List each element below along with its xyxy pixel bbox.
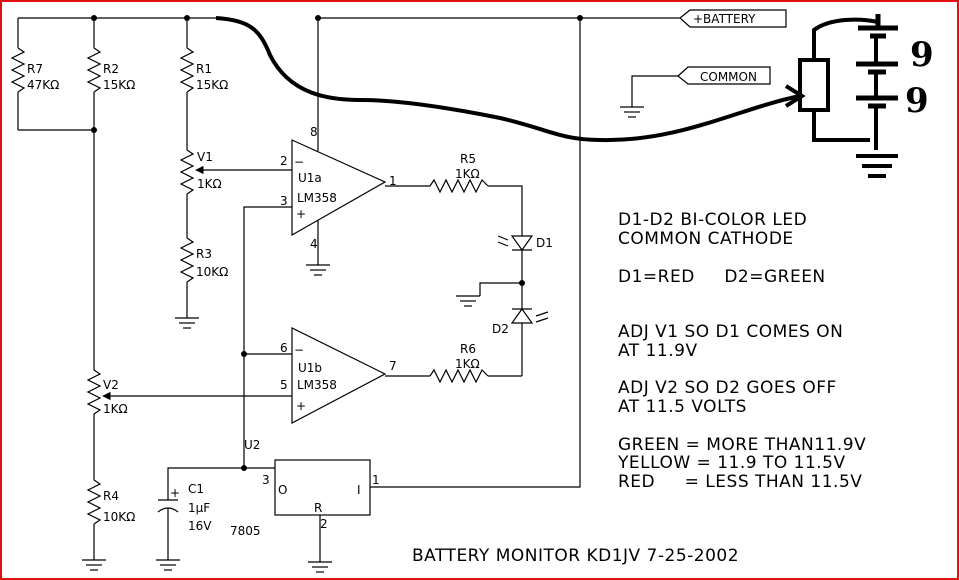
led-d2: D2 — [492, 283, 549, 376]
resistor-r7: R7 47KΩ — [10, 18, 59, 130]
note-line: GREEN = MORE THAN11.9V — [618, 435, 866, 455]
u2-in-label: I — [357, 483, 361, 497]
junction-dot — [241, 351, 247, 357]
ground-symbol — [306, 264, 330, 276]
u1a-noninv-wire — [243, 206, 292, 468]
u2-pin-gnd: 2 — [320, 517, 328, 531]
d2-label: D2 — [492, 322, 509, 336]
v2-value: 1KΩ — [103, 402, 128, 416]
battery-tag: +BATTERY — [679, 9, 787, 28]
u1a-plus-sign: + — [296, 207, 306, 221]
led-common-wire — [479, 282, 522, 296]
handwritten-battery-pack: 9 9 — [798, 14, 934, 178]
v2-name: V2 — [103, 378, 119, 392]
u1a-pin-inv: 2 — [280, 154, 288, 168]
common-tag: COMMON — [620, 66, 771, 118]
u1a-pin-out: 1 — [389, 174, 397, 188]
u1b-pin-inv: 6 — [280, 341, 288, 355]
reg-in-wire — [370, 18, 581, 488]
note-line: ADJ V2 SO D2 GOES OFF — [618, 378, 837, 398]
opamp-u1a: − + U1a LM358 2 3 1 8 4 — [280, 125, 397, 251]
note-line: COMMON CATHODE — [618, 229, 794, 249]
potentiometer-v2: V2 1KΩ — [86, 369, 128, 416]
ground-symbol — [308, 561, 332, 573]
resistor-r3: R3 10KΩ — [179, 237, 228, 318]
c1-plus-sign: + — [170, 486, 180, 500]
resistor-r1: R1 15KΩ — [179, 18, 228, 150]
note-line: D1=RED D2=GREEN — [618, 267, 826, 287]
r4-name: R4 — [103, 489, 119, 503]
resistor-r2: R2 15KΩ — [86, 18, 135, 130]
r4-value: 10KΩ — [103, 510, 135, 524]
u2-gnd-label: R — [314, 501, 322, 515]
u2-out-label: O — [278, 483, 287, 497]
d1-label: D1 — [536, 236, 553, 250]
note-line: RED = LESS THAN 11.5V — [618, 472, 862, 492]
note-line: AT 11.5 VOLTS — [618, 397, 747, 417]
handwritten-cell2-label: 9 — [905, 81, 929, 121]
c1-voltage: 16V — [188, 519, 212, 533]
note-line: YELLOW = 11.9 TO 11.5V — [617, 453, 846, 473]
u1b-pin-out: 7 — [389, 359, 397, 373]
v1-value: 1KΩ — [197, 177, 222, 191]
ground-symbol — [156, 559, 180, 571]
note-line: AT 11.9V — [618, 341, 698, 361]
u1b-pin-noninv: 5 — [280, 378, 288, 392]
u2-ref: U2 — [244, 438, 260, 452]
reg-out-wire — [167, 467, 275, 490]
r6-value: 1KΩ — [455, 357, 480, 371]
resistor-r5: R5 1KΩ — [385, 152, 523, 236]
u2-pin-in: 1 — [372, 473, 380, 487]
u1b-name: U1b — [298, 361, 322, 375]
v1-name: V1 — [197, 150, 213, 164]
r2-name: R2 — [103, 62, 119, 76]
junction-dot — [241, 465, 247, 471]
ground-symbol — [456, 295, 480, 307]
u1a-minus-sign: − — [294, 155, 304, 169]
notes-block: D1-D2 BI-COLOR LED COMMON CATHODE D1=RED… — [617, 210, 866, 492]
u1b-plus-sign: + — [296, 399, 306, 413]
u1b-part: LM358 — [297, 378, 337, 392]
ground-symbol — [82, 559, 106, 571]
r3-name: R3 — [196, 247, 212, 261]
r7-value: 47KΩ — [27, 78, 59, 92]
note-line: ADJ V1 SO D1 COMES ON — [618, 322, 843, 342]
u1a-pin-gnd: 4 — [310, 237, 318, 251]
r6-name: R6 — [460, 342, 476, 356]
note-line: D1-D2 BI-COLOR LED — [618, 210, 807, 230]
u2-pin-out: 3 — [262, 473, 270, 487]
capacitor-c1: + C1 1µF 16V — [157, 482, 212, 560]
ground-symbol — [620, 106, 644, 118]
u1a-pin-vcc: 8 — [310, 125, 318, 139]
opamp-u1b: − + U1b LM358 6 5 7 — [280, 327, 397, 424]
ground-symbol — [175, 317, 199, 329]
regulator-u2: U2 7805 O I R 3 1 2 — [230, 438, 380, 538]
r1-value: 15KΩ — [196, 78, 228, 92]
handwritten-cell1-label: 9 — [910, 35, 934, 75]
battery-tag-label: +BATTERY — [693, 12, 756, 26]
common-tag-label: COMMON — [700, 70, 757, 84]
r5-value: 1KΩ — [455, 167, 480, 181]
r1-name: R1 — [196, 62, 212, 76]
u1a-pin-noninv: 3 — [280, 194, 288, 208]
u1a-name: U1a — [298, 171, 322, 185]
u1b-minus-sign: − — [294, 343, 304, 357]
resistor-r6: R6 1KΩ — [385, 342, 522, 384]
c1-value: 1µF — [188, 501, 210, 515]
potentiometer-v1: V1 1KΩ — [179, 149, 222, 195]
r3-value: 10KΩ — [196, 265, 228, 279]
led-d1: D1 — [497, 235, 553, 283]
r7-name: R7 — [27, 62, 43, 76]
resistor-r4: R4 10KΩ — [86, 479, 135, 560]
r2-value: 15KΩ — [103, 78, 135, 92]
schematic-title: BATTERY MONITOR KD1JV 7-25-2002 — [412, 546, 739, 566]
u1a-part: LM358 — [297, 191, 337, 205]
u2-part: 7805 — [230, 524, 261, 538]
c1-name: C1 — [188, 482, 204, 496]
r5-name: R5 — [460, 152, 476, 166]
